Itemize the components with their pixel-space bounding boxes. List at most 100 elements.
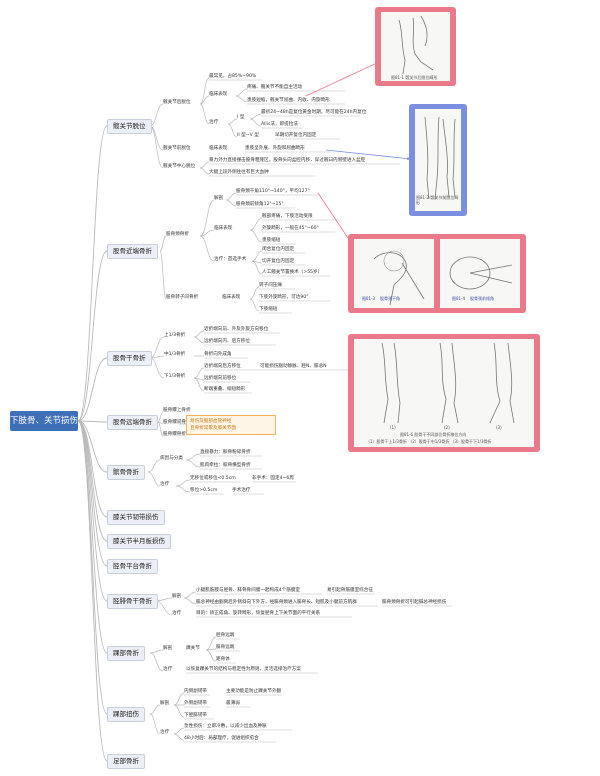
branch-distal-femur-fracture[interactable]: 股骨远端骨折 (107, 415, 158, 430)
node-neck-clinic-2[interactable]: 外旋畸形，一般在45°~60° (262, 226, 319, 231)
branch-tibial-plateau-fracture[interactable]: 胫骨平台骨折 (107, 559, 158, 574)
node-type-2-5-a[interactable]: 早期切开复位内固定 (275, 133, 317, 138)
node-troch-1[interactable]: 转子间压痛 (259, 283, 282, 288)
connector (225, 192, 237, 201)
branch-knee-ligament-injury[interactable]: 膝关节韧带损伤 (107, 510, 165, 525)
branch-ankle-fracture[interactable]: 踝部骨折 (107, 646, 145, 661)
node-mid-1[interactable]: 骨折向外成角 (204, 352, 232, 357)
node-ankle-tx-1[interactable]: 以恢复踝关节的结构与稳定性为原则，灵活选择治疗方案 (186, 667, 301, 672)
note-line-1: 易伤及腘部血管神经 (190, 419, 232, 424)
node-troch-3[interactable]: 下肢缩短 (259, 307, 278, 312)
node-patella-mech-2[interactable]: 肌肉牵拉：髌骨横型骨折 (200, 463, 251, 468)
node-upper-1[interactable]: 近折端向前、外及外旋方向移位 (204, 327, 269, 332)
node-low-4[interactable]: 断端重叠、缩短畸形 (204, 387, 246, 392)
node-tibia-anat[interactable]: 解剖 (172, 594, 182, 599)
node-patella-mech[interactable]: 病因与分类 (160, 456, 183, 461)
branch-femoral-shaft-fracture[interactable]: 股骨干骨折 (107, 351, 152, 366)
node-neck-tx-2[interactable]: 切开复位内固定 (262, 259, 295, 264)
node-neck-clinic[interactable]: 临床表现 (214, 226, 233, 231)
node-clinic[interactable]: 临床表现 (209, 92, 228, 97)
node-tibia-anat-2x[interactable]: 腓骨颈骨折可引起腓总神经损伤 (382, 600, 447, 605)
node-anterior-dislocation[interactable]: 髋关节前脱位 (163, 146, 191, 151)
node-upper-third[interactable]: 上1/3骨折 (164, 333, 186, 338)
node-sprain-tx-2[interactable]: 48小时后：局部理疗，促进组织愈合 (184, 736, 259, 741)
branch-foot-fracture[interactable]: 足部骨折 (107, 754, 145, 769)
node-femoral-neck[interactable]: 股骨颈骨折 (166, 232, 189, 237)
node-ankle-tx[interactable]: 治疗 (163, 667, 173, 672)
node-type-1[interactable]: I 型 (237, 115, 245, 120)
node-clinic-1[interactable]: 疼痛、髋关节不能自主活动 (247, 85, 303, 90)
node-troch-2[interactable]: 下肢外旋畸形，可达90° (259, 295, 309, 300)
node-ankle-joint[interactable]: 踝关节 (186, 646, 200, 651)
node-patella-tx[interactable]: 治疗 (160, 482, 170, 487)
node-intercondylar[interactable]: 股骨髁间骨折 (163, 420, 191, 425)
node-patella-tx-2a[interactable]: 手术治疗 (232, 488, 251, 493)
node-tibia-tx[interactable]: 治疗 (172, 611, 182, 616)
node-tibia-anat-1x[interactable]: 易引起骨筋膜室综合征 (327, 588, 373, 593)
node-neck-tx-1[interactable]: 闭合复位内固定 (262, 247, 295, 252)
node-neck-tx-3[interactable]: 人工髋关节置换术（>55岁） (262, 270, 323, 275)
node-troch-clinic[interactable]: 临床表现 (222, 295, 241, 300)
callout-arrow (317, 192, 353, 245)
node-upper-2[interactable]: 远折端向内、后方移位 (204, 339, 250, 344)
node-sprain-tx-1[interactable]: 急性损伤：立即冷敷，以减少出血及肿胀 (184, 724, 267, 729)
node-sprain-lig-2x[interactable]: 最薄弱 (226, 701, 240, 706)
node-neck-anat-2[interactable]: 股骨颈前倾角12°~15° (236, 202, 284, 207)
node-central-dislocation[interactable]: 髋关节中心脱位 (163, 164, 196, 169)
connector (251, 260, 263, 275)
node-patella-tx-2[interactable]: 移位>0.5cm (190, 488, 218, 493)
node-low-1[interactable]: 近折端向后方移位 (204, 364, 241, 369)
note-distal-femur: 易伤及腘部血管神经 且骨折常累及膝关节面 (186, 415, 276, 435)
root-topic[interactable]: 下肢骨、关节损伤 (10, 411, 78, 431)
node-neck-anat-1[interactable]: 股骨颈干角110°~140°，平均127° (236, 189, 310, 194)
node-condylar[interactable]: 股骨髁骨折 (163, 432, 186, 437)
branch-tibia-fibula-fracture[interactable]: 胫腓骨干骨折 (107, 594, 158, 609)
node-anterior-clinic-desc[interactable]: 患肢呈外展、外旋和屈曲畸形 (245, 146, 305, 151)
node-supracondylar[interactable]: 股骨髁上骨折 (163, 408, 191, 413)
node-ankle-joint-1[interactable]: 胫骨远端 (216, 633, 235, 638)
node-type-1-b[interactable]: Allis法，即提拉法 (261, 122, 298, 127)
branch-meniscus-injury[interactable]: 膝关节半月板损伤 (107, 534, 171, 549)
node-sprain-lig-2[interactable]: 外侧副韧带 (184, 701, 207, 706)
connector (185, 453, 201, 461)
connector (183, 597, 197, 605)
connector (155, 597, 173, 602)
node-central-2[interactable]: 大腿上段外侧往往有巨大血肿 (209, 170, 269, 175)
node-patella-tx-1[interactable]: 无移位或移位<0.5cm (190, 476, 236, 481)
node-patella-mech-1[interactable]: 直接暴力：髌骨粉碎骨折 (200, 450, 251, 455)
node-tibia-tx-1[interactable]: 目的：矫正成角、旋转畸形，恢复胫骨上下关节面的平行关系 (196, 611, 321, 616)
node-ankle-anat[interactable]: 解剖 (163, 646, 173, 651)
node-neck-clinic-1[interactable]: 髋部疼痛，下肢活动受限 (262, 214, 313, 219)
node-patella-tx-1a[interactable]: 非手术：固定4~6周 (252, 476, 294, 481)
node-low-2[interactable]: 可能损伤腘动静脉、胫N、腓总N (260, 364, 327, 369)
node-central-1[interactable]: 暴力外力直接撞击股骨粗隆区，股骨头向盆腔内移，穿过髋臼内侧壁进入盆腔 (209, 158, 366, 163)
node-intertrochanteric[interactable]: 股骨转子间骨折 (166, 295, 199, 300)
branch-proximal-femur-fracture[interactable]: 股骨近端骨折 (107, 244, 158, 259)
node-sprain-tx[interactable]: 治疗 (160, 730, 170, 735)
node-tibia-anat-1[interactable]: 小腿肌筋膜与胫骨、腓骨骨间膜一起构成4个筋膜室 (196, 588, 300, 593)
node-type-1-a[interactable]: 最初24~48h是复位黄金时期，尽可能在24h内复位 (261, 110, 367, 115)
node-clinic-2[interactable]: 患肢短缩，髋关节屈曲、内收、内旋畸形 (247, 98, 330, 103)
node-neck-treatment[interactable]: 治疗：首选手术 (214, 257, 247, 262)
node-sprain-lig-1[interactable]: 内侧副韧带 (184, 689, 207, 694)
node-sprain-anat[interactable]: 解剖 (160, 701, 170, 706)
node-anterior-clinic[interactable]: 临床表现 (209, 146, 228, 151)
node-common[interactable]: 最常见，占85%~90% (209, 74, 257, 79)
node-mid-third[interactable]: 中1/3骨折 (164, 352, 186, 357)
node-treatment[interactable]: 治疗 (209, 120, 219, 125)
branch-ankle-sprain[interactable]: 踝部扭伤 (107, 707, 145, 722)
node-ankle-joint-2[interactable]: 腓骨远端 (216, 645, 235, 650)
node-posterior-dislocation[interactable]: 髋关节后脱位 (163, 100, 191, 105)
node-ankle-joint-3[interactable]: 距骨体 (216, 657, 230, 662)
node-sprain-lig-1x[interactable]: 主要功能是防止踝关节外翻 (226, 689, 282, 694)
branch-patella-fracture[interactable]: 髌骨骨折 (107, 465, 145, 480)
node-tibia-anat-2[interactable]: 腓总神经由腘窝后外侧斜向下外方，经腓骨颈进入腓骨长、短肌及小腿前方肌群 (196, 600, 357, 605)
node-type-2-5[interactable]: II 型~V 型 (237, 133, 259, 138)
node-low-third[interactable]: 下1/3骨折 (164, 374, 186, 379)
node-neck-clinic-3[interactable]: 患肢缩短 (262, 238, 281, 243)
node-sprain-lig-3[interactable]: 下胫腓韧带 (184, 713, 207, 718)
node-low-3[interactable]: 远折端向前移位 (204, 376, 237, 381)
branch-hip-dislocation[interactable]: 髋关节脱位 (107, 119, 152, 134)
connector (159, 250, 167, 300)
node-neck-anat[interactable]: 解剖 (214, 196, 224, 201)
